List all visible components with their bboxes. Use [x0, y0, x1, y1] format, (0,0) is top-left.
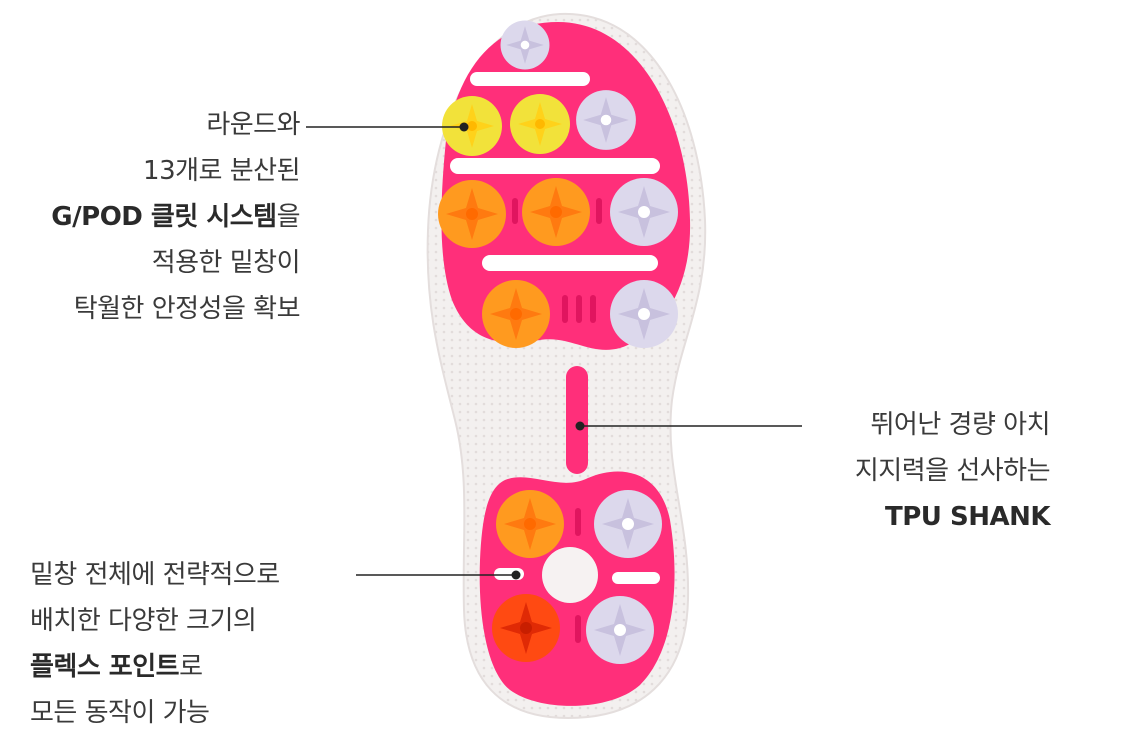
flex-slots — [512, 198, 602, 643]
heel-pivot-circle — [542, 547, 598, 603]
callout-line: 뛰어난 경량 아치 — [870, 410, 1051, 440]
callout-line: G/POD 클릿 시스템을 — [20, 194, 300, 240]
leader-dots — [459, 122, 585, 580]
callout-line: 라운드와 — [206, 110, 300, 140]
callout-line: 탁월한 안정성을 확보 — [73, 294, 301, 324]
cleat-system-callout: 라운드와 13개로 분산된 G/POD 클릿 시스템을 적용한 밑창이 탁월한 … — [20, 102, 300, 332]
callout-highlight: 플렉스 포인트 — [30, 652, 180, 682]
flex-points-callout: 밑창 전체에 전략적으로 배치한 다양한 크기의 플렉스 포인트로 모든 동작이… — [30, 552, 330, 736]
tpu-shank-callout: 뛰어난 경량 아치 지지력을 선사하는 TPU SHANK — [820, 402, 1051, 540]
callout-line: 모든 동작이 가능 — [30, 698, 210, 728]
callout-text: 을 — [276, 202, 301, 232]
callout-line: 지지력을 선사하는 — [854, 456, 1051, 486]
callout-text: 로 — [179, 652, 203, 682]
tpu-shank — [566, 366, 588, 474]
callout-highlight: G/POD 클릿 시스템 — [51, 202, 277, 232]
callout-line: 플렉스 포인트로 — [30, 644, 330, 690]
callout-line: 배치한 다양한 크기의 — [30, 606, 257, 636]
callout-line: TPU SHANK — [820, 494, 1050, 540]
callout-highlight: TPU SHANK — [885, 502, 1050, 532]
callout-line: 밑창 전체에 전략적으로 — [30, 560, 280, 590]
leader-lines — [306, 126, 802, 576]
callout-line: 적용한 밑창이 — [151, 248, 301, 278]
callout-line: 13개로 분산된 — [143, 156, 300, 186]
